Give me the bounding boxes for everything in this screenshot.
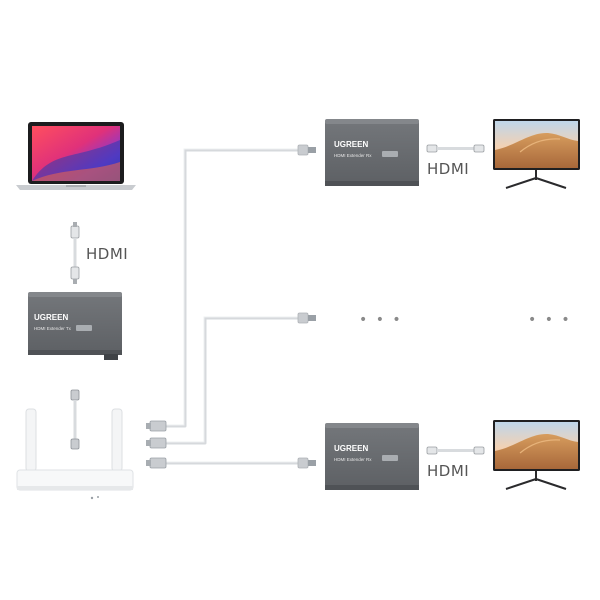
hdmi-label-receiver-1: HDMI	[427, 160, 469, 178]
rj45-plug-receiver-2	[297, 457, 316, 469]
receiver-2-model: HDMI Extender Rx	[334, 457, 372, 462]
monitor-icon-2	[493, 420, 580, 490]
receiver-1-brand: UGREEN	[334, 140, 368, 149]
hdmi-extender-receiver-1: UGREEN HDMI Extender Rx	[325, 119, 419, 186]
hdmi-cable-source	[70, 222, 80, 284]
rj45-plugs-router	[146, 420, 167, 469]
hdmi-extender-transmitter: UGREEN HDMI Extender Tx	[28, 292, 122, 360]
transmitter-brand: UGREEN	[34, 313, 68, 322]
rj45-plug-receiver-middle	[297, 312, 316, 324]
hdmi-extender-receiver-2: UGREEN HDMI Extender Rx	[325, 423, 419, 490]
cable-to-receiver-1	[166, 148, 300, 428]
receiver-2-brand: UGREEN	[334, 444, 368, 453]
ellipsis-right: • • •	[528, 312, 572, 328]
network-cables	[166, 148, 300, 465]
hdmi-cable-receiver-1	[426, 144, 485, 153]
hdmi-label-receiver-2: HDMI	[427, 462, 469, 480]
router-uplink-cable	[70, 389, 80, 450]
hdmi-label-source: HDMI	[86, 245, 128, 263]
receiver-1-model: HDMI Extender Rx	[334, 153, 372, 158]
cable-to-receiver-middle	[166, 316, 300, 445]
laptop-icon	[16, 122, 136, 190]
monitor-icon-1	[493, 119, 580, 189]
router-icon	[16, 408, 134, 500]
hdmi-cable-receiver-2	[426, 446, 485, 455]
ellipsis-middle: • • •	[359, 312, 403, 328]
rj45-plug-receiver-1	[297, 144, 316, 156]
transmitter-model: HDMI Extender Tx	[34, 326, 72, 331]
